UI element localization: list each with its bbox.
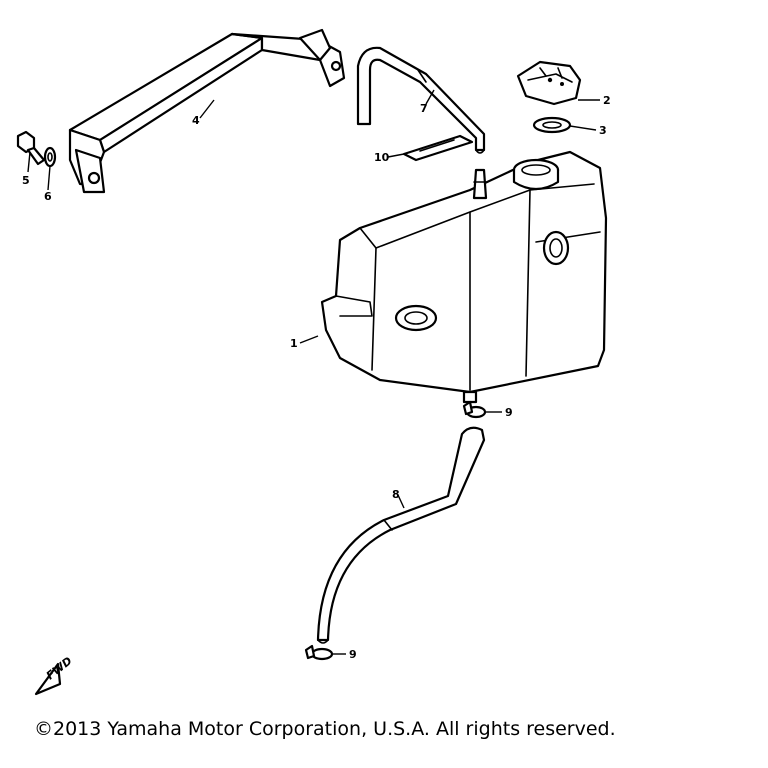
callout-labels: 1 2 3 4 5 6 7 8 9 9 10 xyxy=(22,94,611,661)
callout-fuel-tank: 1 xyxy=(290,337,298,350)
callout-breather-hose: 7 xyxy=(420,102,428,115)
copyright-notice: ©2013 Yamaha Motor Corporation, U.S.A. A… xyxy=(34,718,616,740)
fuel-hose-part xyxy=(316,426,486,644)
callout-hose-clip-lower: 9 xyxy=(349,648,357,661)
callout-fuel-hose: 8 xyxy=(392,488,400,501)
tank-cap-part xyxy=(516,60,582,106)
bolt-part xyxy=(16,130,46,166)
callout-bolt: 5 xyxy=(22,174,30,187)
leader-lines xyxy=(27,89,600,655)
callout-washer: 6 xyxy=(44,190,52,203)
hose-clip-lower-part xyxy=(304,644,334,661)
label-part xyxy=(402,134,474,162)
callout-cap-gasket: 3 xyxy=(599,124,607,137)
tank-bracket-part xyxy=(68,28,346,194)
hose-clip-upper-part xyxy=(462,400,487,419)
callout-label: 10 xyxy=(374,151,390,164)
callout-tank-cap: 2 xyxy=(603,94,611,107)
callout-hose-clip-upper: 9 xyxy=(505,406,513,419)
breather-hose-part xyxy=(356,46,486,154)
fuel-tank-part xyxy=(320,150,608,404)
washer-part xyxy=(43,146,57,168)
cap-gasket-part xyxy=(532,116,572,134)
forward-direction-marker: FWD xyxy=(34,654,75,696)
callout-tank-bracket: 4 xyxy=(192,114,200,127)
